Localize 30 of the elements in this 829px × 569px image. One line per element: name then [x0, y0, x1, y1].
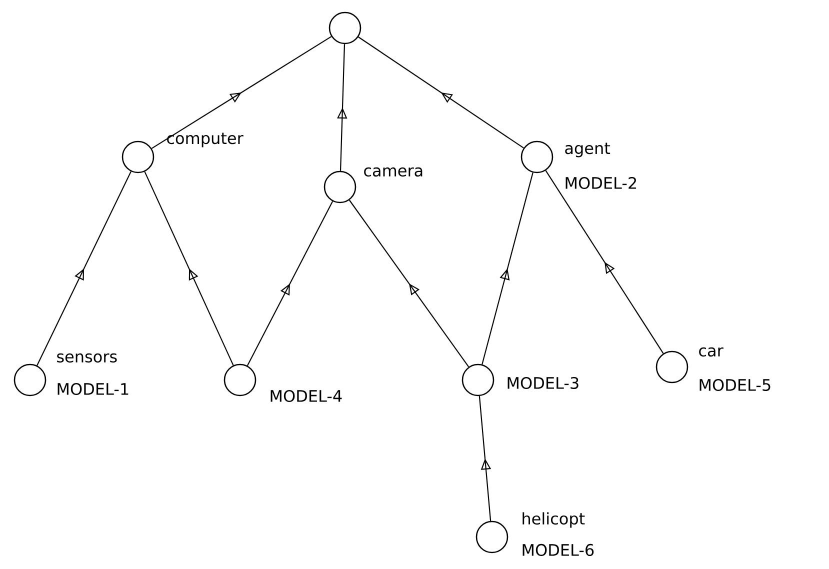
circle-node	[328, 12, 362, 44]
circle-node	[520, 140, 554, 174]
circle-node	[122, 140, 154, 174]
node-label: MODEL-1	[58, 382, 128, 396]
circle-node	[656, 350, 688, 384]
node-label: camera	[364, 167, 422, 177]
circle-node	[14, 364, 46, 396]
node-label: helicopt	[522, 512, 585, 528]
node-label: agent	[565, 142, 610, 158]
arrow	[151, 36, 332, 149]
circle-node	[476, 520, 508, 554]
arrow	[144, 171, 234, 366]
node-label: computer	[167, 132, 244, 148]
node-label: MODEL-2	[566, 176, 636, 190]
circle-node	[324, 170, 356, 204]
arrow	[246, 201, 334, 366]
arrow	[358, 36, 524, 148]
node-label: MODEL-6	[522, 544, 594, 556]
circle-node	[462, 364, 494, 396]
node-label: car	[699, 347, 724, 357]
arrow	[545, 170, 664, 354]
node-label: MODEL-3	[508, 376, 578, 390]
node-label: sensors	[57, 353, 117, 363]
circle-node	[224, 364, 256, 396]
arrow	[478, 396, 492, 521]
node-label: MODEL-5	[700, 378, 770, 392]
arrow	[482, 172, 534, 365]
node-label: MODEL-4	[270, 390, 342, 402]
arrow	[36, 171, 132, 366]
arrow	[348, 200, 470, 368]
